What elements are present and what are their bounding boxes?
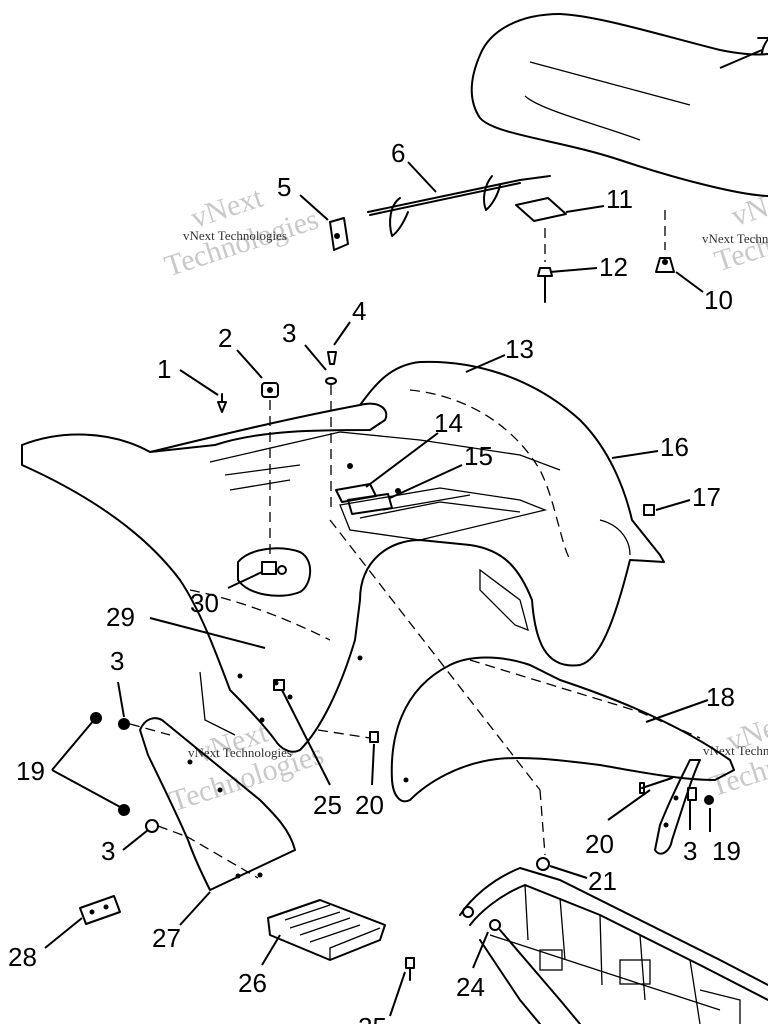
callout-3-left-upper: 3 (110, 646, 124, 676)
callout-17: 17 (692, 482, 721, 512)
callout-10: 10 (704, 285, 733, 315)
callout-3-top: 3 (282, 318, 296, 348)
callout-14: 14 (434, 408, 463, 438)
callout-20-right: 20 (585, 829, 614, 859)
callout-11: 11 (606, 184, 633, 214)
callout-29: 29 (106, 602, 135, 632)
callout-1: 1 (157, 354, 171, 384)
callout-25-bottom: 25 (358, 1012, 387, 1024)
rear-fender-drawing (21, 360, 665, 753)
frame-drawing (459, 867, 768, 1024)
seat-grommet-drawing (655, 257, 675, 273)
latch-plate-drawing (515, 197, 567, 303)
fender-clip-drawing (643, 504, 655, 516)
callout-27: 27 (152, 923, 181, 953)
callout-7: 7 (756, 31, 768, 61)
watermark-3-small: vNext Technologies (188, 745, 292, 760)
footrest-drawing (267, 899, 415, 981)
seat-drawing (470, 13, 768, 250)
watermark-line1: vNext (727, 179, 768, 233)
front-fender-drawing (390, 656, 735, 855)
watermark-1: vNext Technologies (161, 181, 323, 284)
top-fasteners-drawing (217, 351, 337, 560)
bolt-drawings (317, 519, 550, 871)
seat-latch-rod-drawing (367, 175, 551, 237)
watermark-4-small: vNext Technologies (703, 743, 768, 758)
seat-latch-bracket-drawing (329, 217, 349, 251)
watermark-2-small: vNext Technologies (702, 231, 768, 246)
watermark-2: vNext Technologies (711, 179, 768, 279)
fuel-filler-drawing (237, 547, 312, 597)
callout-21: 21 (588, 866, 617, 896)
callout-26: 26 (238, 968, 267, 998)
leader-lines (44, 49, 763, 1017)
callout-3-left-lower: 3 (101, 836, 115, 866)
mud-flap-drawing (90, 679, 296, 891)
callout-2: 2 (218, 323, 232, 353)
callout-15: 15 (464, 441, 493, 471)
callout-4: 4 (352, 296, 366, 326)
bracket-plate-drawing (79, 895, 121, 925)
callout-24: 24 (456, 972, 485, 1002)
callout-20-center: 20 (355, 790, 384, 820)
callout-3-right: 3 (683, 836, 697, 866)
callout-5: 5 (277, 172, 291, 202)
callout-6: 6 (391, 138, 405, 168)
callout-30: 30 (190, 588, 219, 618)
callout-19-right: 19 (712, 836, 741, 866)
callout-19-left: 19 (16, 756, 45, 786)
callout-12: 12 (599, 252, 628, 282)
callout-28: 28 (8, 942, 37, 972)
watermark-1-small: vNext Technologies (183, 228, 287, 243)
callout-labels: 1 2 3 3 3 3 4 5 6 7 10 11 12 13 14 15 16… (8, 31, 768, 1024)
callout-13: 13 (505, 334, 534, 364)
callout-16: 16 (660, 432, 689, 462)
callout-18: 18 (706, 682, 735, 712)
callout-25-center: 25 (313, 790, 342, 820)
